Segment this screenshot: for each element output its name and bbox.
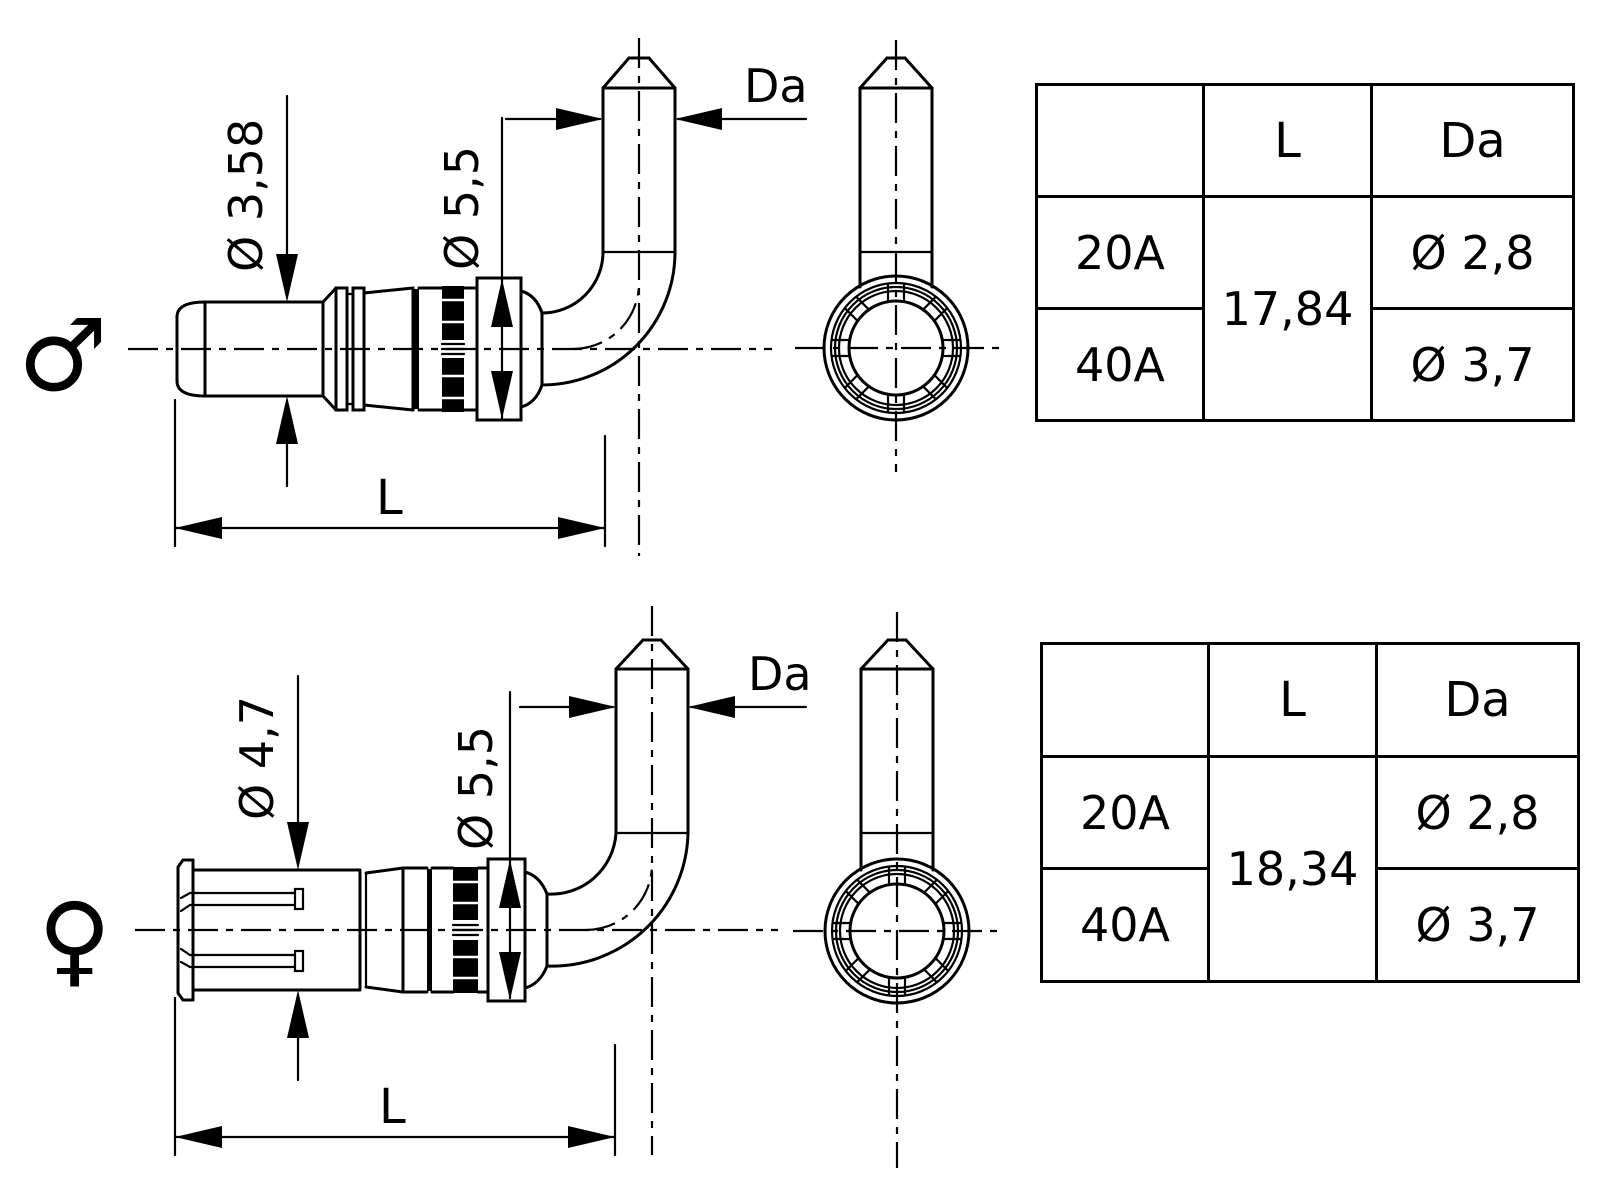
male-dimension-table: L Da 20A 17,84 Ø 2,8 40A Ø 3,7 bbox=[1035, 83, 1575, 422]
male-table-header-empty bbox=[1038, 86, 1205, 198]
female-table-header-l: L bbox=[1210, 645, 1378, 758]
male-knurl-band bbox=[440, 286, 466, 412]
dim-arrow bbox=[675, 108, 722, 130]
male-table-header-l: L bbox=[1205, 86, 1373, 198]
female-table-row-20a: 20A bbox=[1043, 758, 1210, 870]
female-table-row-40a: 40A bbox=[1043, 870, 1210, 980]
female-dim-tip-diameter: Da bbox=[518, 647, 812, 718]
female-table-l-value: 18,34 bbox=[1210, 758, 1378, 980]
dim-arrow bbox=[287, 822, 309, 870]
male-table-row-40a: 40A bbox=[1038, 310, 1205, 419]
female-socket-slits bbox=[179, 887, 305, 973]
dim-arrow bbox=[568, 1126, 615, 1148]
dim-arrow bbox=[175, 517, 222, 539]
female-dim-outer-diameter: Ø 5,5 bbox=[449, 690, 521, 1000]
female-end-view-notches bbox=[831, 865, 963, 997]
female-dim-socket-diameter: Ø 4,7 bbox=[230, 674, 309, 1082]
male-pin-diameter-label: Ø 3,58 bbox=[219, 119, 273, 272]
male-dim-outer-diameter: Ø 5,5 bbox=[435, 116, 513, 420]
female-table-header-da: Da bbox=[1378, 645, 1577, 758]
dim-arrow bbox=[558, 517, 605, 539]
male-table-header-da: Da bbox=[1373, 86, 1572, 198]
male-dim-pin-diameter: Ø 3,58 bbox=[219, 94, 298, 488]
male-dim-tip-diameter: Da bbox=[504, 59, 808, 130]
dim-arrow bbox=[499, 860, 521, 908]
dim-arrow bbox=[499, 952, 521, 1000]
male-dim-length: L bbox=[173, 398, 607, 548]
male-tip-diameter-label: Da bbox=[744, 59, 808, 113]
dim-arrow bbox=[175, 1126, 222, 1148]
male-table-da-40a: Ø 3,7 bbox=[1410, 337, 1535, 392]
male-table-da-20a: Ø 2,8 bbox=[1373, 198, 1572, 310]
male-table-l-value: 17,84 bbox=[1205, 198, 1373, 419]
dim-arrow bbox=[491, 279, 513, 327]
female-table-header-empty bbox=[1043, 645, 1210, 758]
dim-arrow bbox=[276, 254, 298, 302]
female-dim-length: L bbox=[173, 996, 617, 1157]
female-socket-diameter-label: Ø 4,7 bbox=[230, 696, 284, 820]
female-tip-diameter-label: Da bbox=[748, 647, 812, 701]
female-side-view bbox=[135, 606, 778, 1155]
female-table-da-40a: Ø 3,7 bbox=[1415, 898, 1540, 952]
female-dimension-table: L Da 20A 18,34 Ø 2,8 40A Ø 3,7 bbox=[1040, 642, 1580, 983]
dim-arrow bbox=[556, 108, 603, 130]
dim-arrow bbox=[688, 696, 735, 718]
male-length-label: L bbox=[376, 470, 403, 526]
female-outer-diameter-label: Ø 5,5 bbox=[449, 726, 503, 850]
dim-arrow bbox=[276, 396, 298, 444]
male-end-view-notches bbox=[830, 282, 962, 414]
male-table-row-20a: 20A bbox=[1038, 198, 1205, 310]
male-end-view bbox=[795, 40, 1002, 472]
dim-arrow bbox=[491, 371, 513, 419]
male-side-view bbox=[128, 38, 772, 556]
male-outer-diameter-label: Ø 5,5 bbox=[435, 146, 489, 270]
dim-arrow bbox=[569, 696, 616, 718]
female-gender-symbol: ♀ bbox=[38, 881, 111, 998]
female-table-da-20a: Ø 2,8 bbox=[1378, 758, 1577, 870]
female-end-view bbox=[793, 612, 1005, 1168]
male-gender-symbol: ♂ bbox=[18, 297, 108, 414]
dim-arrow bbox=[287, 990, 309, 1038]
female-length-label: L bbox=[379, 1079, 406, 1135]
female-knurl-band bbox=[451, 867, 480, 993]
